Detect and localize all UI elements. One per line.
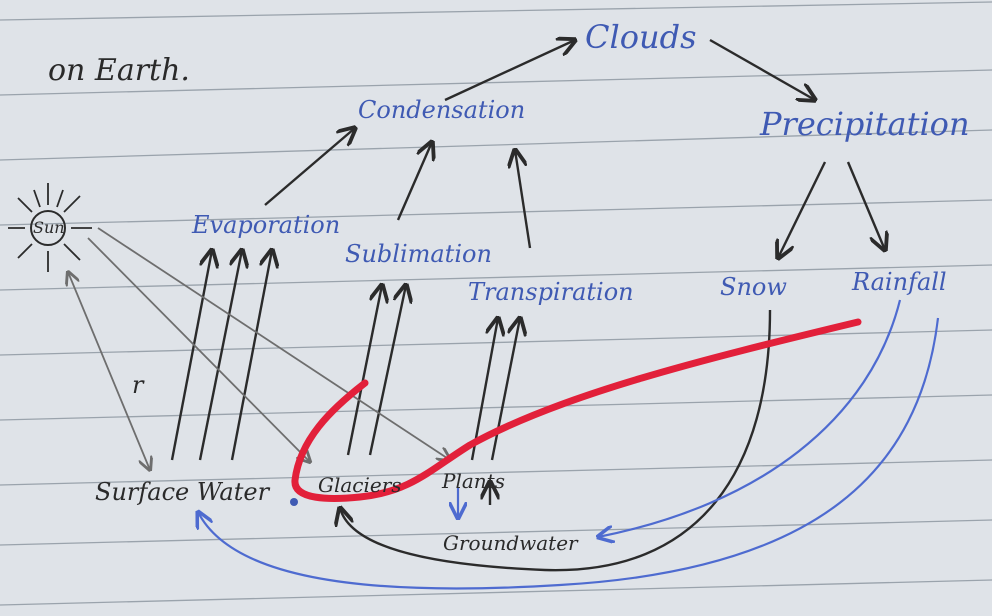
sun-label: Sun: [33, 218, 65, 237]
node-evaporation: Evaporation: [191, 211, 340, 239]
sun-icon: [8, 183, 92, 272]
node-plants: Plants: [441, 469, 505, 493]
node-groundwater: Groundwater: [443, 531, 579, 555]
stray-mark: r: [132, 371, 145, 399]
node-transpiration: Transpiration: [468, 278, 634, 306]
page-heading: on Earth.: [48, 53, 190, 88]
node-sublimation: Sublimation: [345, 240, 492, 268]
node-condensation: Condensation: [358, 96, 525, 124]
node-snow: Snow: [720, 273, 787, 301]
cycle-arrows-black: [170, 40, 885, 572]
node-precipitation: Precipitation: [759, 105, 970, 143]
red-annotation-stroke: [291, 318, 862, 502]
sun-ray-arrows: [68, 227, 450, 470]
node-glaciers: Glaciers: [318, 473, 402, 497]
cycle-arrows-blue: [198, 299, 940, 590]
node-surface-water: Surface Water: [95, 478, 271, 506]
node-rainfall: Rainfall: [851, 268, 947, 296]
node-clouds: Clouds: [585, 18, 697, 56]
